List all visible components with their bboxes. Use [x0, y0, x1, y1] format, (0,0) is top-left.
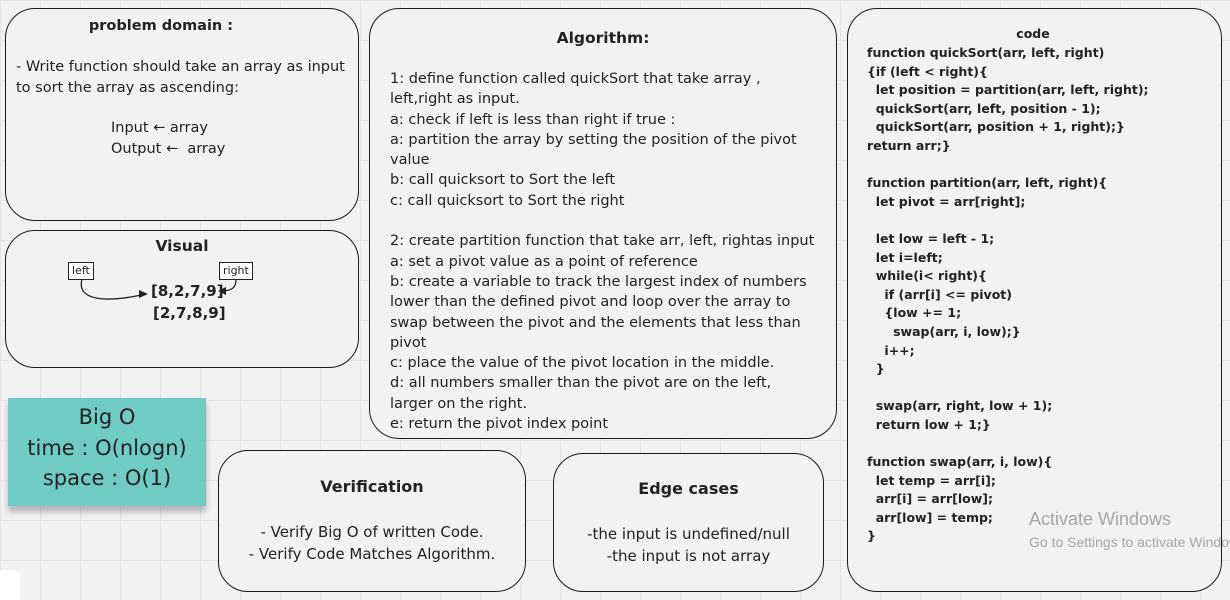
code-line	[867, 434, 1217, 453]
verification-item: - Verify Code Matches Algorithm.	[248, 545, 496, 563]
code-line: quickSort(arr, position + 1, right);}	[867, 119, 1125, 135]
code-line: function quickSort(arr, left, right)	[867, 45, 1105, 60]
code-line: arr[low] = temp;	[867, 509, 993, 525]
array-after: [2,7,8,9]	[153, 304, 226, 322]
array-before: [8,2,7,9]	[151, 282, 224, 300]
problem-domain-box[interactable]: problem domain : - Write function should…	[5, 8, 359, 221]
algorithm-steps: 1: define function called quickSort that…	[390, 69, 818, 434]
algorithm-step: 1: define function called quickSort that…	[390, 71, 761, 108]
algorithm-step: c: call quicksort to Sort the right	[390, 192, 625, 209]
code-line: arr[i] = arr[low];	[867, 491, 993, 507]
code-line: }	[867, 528, 876, 544]
board-corner-widget[interactable]	[0, 570, 20, 600]
code-line	[867, 156, 1217, 175]
code-line: let low = left - 1;	[867, 230, 995, 246]
code-line: }	[867, 361, 885, 377]
left-pointer-arrow	[80, 278, 147, 300]
code-line: {low += 1;	[867, 305, 962, 321]
code-line: let pivot = arr[right];	[867, 193, 1026, 209]
big-o-time: time : O(nlogn)	[27, 435, 187, 460]
edge-cases-box[interactable]: Edge cases -the input is undefined/null …	[553, 453, 824, 592]
algorithm-step: a: set a pivot value as a point of refer…	[390, 253, 698, 270]
edge-case-item: -the input is not array	[606, 547, 771, 565]
code-line: swap(arr, i, low);}	[867, 323, 1021, 339]
algorithm-step: 2: create partition function that take a…	[390, 233, 815, 250]
code-line: i++;	[867, 342, 915, 358]
verification-box[interactable]: Verification - Verify Big O of written C…	[218, 450, 526, 592]
code-line	[867, 211, 1217, 230]
algorithm-step	[390, 211, 818, 231]
problem-domain-output: Output ← array	[111, 140, 226, 157]
code-listing: function quickSort(arr, left, right) {if …	[867, 44, 1217, 546]
algorithm-step: e: return the pivot index point	[390, 416, 609, 433]
big-o-space: space : O(1)	[42, 466, 172, 490]
big-o-sticky-note[interactable]: Big O time : O(nlogn) space : O(1)	[8, 398, 206, 506]
code-title: code	[1016, 26, 1050, 41]
left-pointer-tag[interactable]: left	[68, 262, 94, 280]
code-line: if (arr[i] <= pivot)	[867, 286, 1012, 302]
activate-windows-watermark-subtitle: Go to Settings to activate Windows.	[1029, 534, 1230, 550]
code-line: while(i< right){	[867, 268, 987, 284]
algorithm-step: c: place the value of the pivot location…	[390, 355, 775, 372]
right-pointer-tag[interactable]: right	[219, 262, 253, 280]
problem-domain-title: problem domain :	[88, 18, 234, 34]
algorithm-step: d: all numbers smaller than the pivot ar…	[390, 375, 772, 412]
visual-box[interactable]: Visual left right [8,2,7,9] [2,7,8,9]	[5, 230, 359, 368]
algorithm-step: a: check if left is less than right if t…	[390, 111, 676, 128]
left-pointer-arrowhead	[139, 290, 148, 298]
code-line: quickSort(arr, left, position - 1);	[867, 100, 1101, 116]
code-line: let temp = arr[i];	[867, 472, 996, 488]
code-line: return low + 1;}	[867, 416, 991, 432]
edge-cases-title: Edge cases	[638, 479, 739, 498]
code-line: let position = partition(arr, left, righ…	[867, 82, 1149, 98]
code-line: function swap(arr, i, low){	[867, 454, 1053, 470]
code-box[interactable]: code function quickSort(arr, left, right…	[847, 8, 1222, 592]
edge-case-item: -the input is undefined/null	[587, 525, 790, 543]
verification-item: - Verify Big O of written Code.	[260, 523, 484, 541]
algorithm-step: b: call quicksort to Sort the left	[390, 172, 616, 189]
code-line: {if (left < right){	[867, 63, 988, 79]
code-line	[867, 379, 1217, 398]
problem-domain-description: - Write function should take an array as…	[16, 59, 345, 96]
code-line: return arr;}	[867, 137, 951, 153]
code-line: let i=left;	[867, 249, 943, 265]
algorithm-step: b: create a variable to track the larges…	[390, 273, 807, 351]
code-line: function partition(arr, left, right){	[867, 175, 1108, 191]
visual-title: Visual	[155, 237, 209, 255]
algorithm-box[interactable]: Algorithm: 1: define function called qui…	[369, 8, 837, 439]
algorithm-step: a: partition the array by setting the po…	[390, 131, 797, 169]
activate-windows-watermark-title: Activate Windows	[1029, 509, 1172, 529]
big-o-title: Big O	[78, 405, 136, 429]
code-line: swap(arr, right, low + 1);	[867, 398, 1053, 414]
verification-title: Verification	[320, 477, 424, 496]
problem-domain-input: Input ← array	[111, 120, 208, 136]
right-pointer-arrowhead	[218, 287, 226, 295]
visual-arrows	[80, 278, 237, 300]
algorithm-title: Algorithm:	[556, 29, 650, 47]
